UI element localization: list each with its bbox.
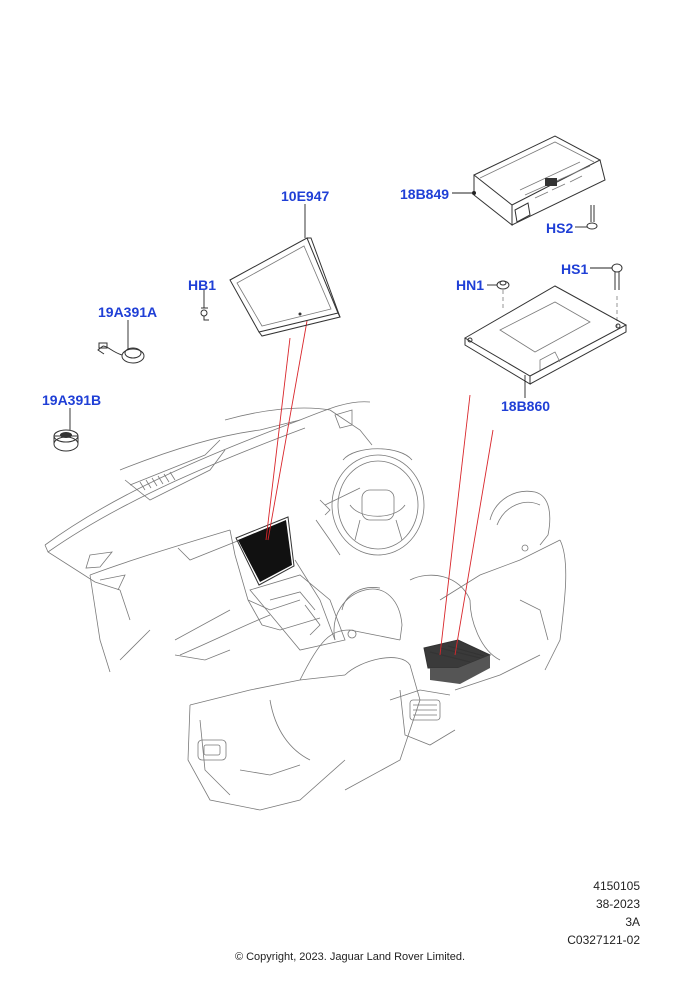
- screw-HS2: [586, 205, 598, 230]
- rear-seat-drawing: [389, 490, 567, 746]
- diagram-reference-block: 4150105 38-2023 3A C0327121-02: [567, 877, 640, 949]
- callout-10E947[interactable]: 10E947: [281, 188, 330, 204]
- instrument-panel-drawing: [44, 401, 425, 673]
- bracket-18B860: [464, 285, 628, 385]
- location-lines: [265, 320, 494, 656]
- location-line-module-2: [454, 429, 494, 656]
- callout-19A391B[interactable]: 19A391B: [42, 392, 102, 408]
- location-line-display: [265, 337, 291, 541]
- reference-illustration-id: C0327121-02: [567, 933, 640, 947]
- bolt-HB1: [200, 307, 209, 321]
- callout-HS1[interactable]: HS1: [561, 261, 589, 277]
- under-seat-module: [423, 639, 492, 684]
- reference-number: 4150105: [593, 879, 640, 893]
- module-18B849: [473, 135, 606, 227]
- dashboard-touchscreen: [235, 516, 295, 586]
- callout-19A391A[interactable]: 19A391A: [98, 304, 158, 320]
- front-seat-drawing: [187, 587, 421, 811]
- speaker-19A391A: [97, 342, 145, 364]
- callout-HS2[interactable]: HS2: [546, 220, 574, 236]
- callout-HB1[interactable]: HB1: [188, 277, 217, 293]
- callout-18B849[interactable]: 18B849: [400, 186, 450, 202]
- location-line-module: [439, 394, 471, 656]
- leader-lines: [69, 191, 612, 430]
- callout-18B860[interactable]: 18B860: [501, 398, 551, 414]
- reference-date-code: 38-2023: [595, 897, 640, 911]
- callout-HN1[interactable]: HN1: [456, 277, 485, 293]
- copyright-notice: © Copyright, 2023. Jaguar Land Rover Lim…: [234, 951, 466, 963]
- reference-revision: 3A: [625, 915, 640, 929]
- speaker-19A391B: [53, 429, 79, 452]
- location-line-display-2: [267, 320, 308, 541]
- display-unit-10E947: [229, 237, 341, 337]
- nut-HN1: [496, 280, 510, 310]
